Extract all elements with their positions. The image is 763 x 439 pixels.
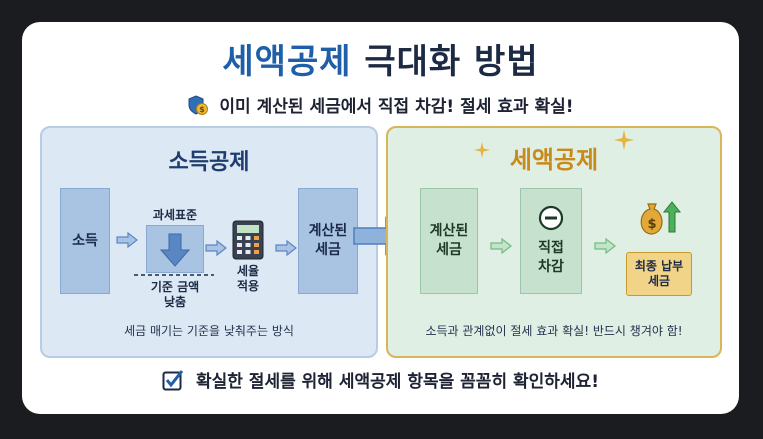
arrow-down-icon	[159, 233, 191, 267]
tax-base-box	[146, 225, 204, 273]
direct-deduct-line1: 직접	[538, 240, 564, 256]
arrow-right-icon	[490, 238, 512, 254]
background-blur-top	[0, 4, 763, 14]
tax-credit-title: 세액공제	[509, 146, 599, 174]
page-title: 세액공제 극대화 방법	[22, 34, 739, 83]
arrow-right-icon	[116, 232, 138, 248]
lower-base-line2: 낮춤	[163, 295, 187, 309]
income-deduction-panel: 소득공제 소득 과세표준 기준 금액 낮춤	[40, 126, 378, 358]
calculated-tax-line2-right: 세금	[436, 242, 462, 258]
income-deduction-title: 소득공제	[168, 150, 250, 175]
tax-rate-line2: 적용	[236, 279, 260, 293]
final-tax-line1: 최종 납부	[634, 259, 684, 273]
tax-rate-label: 세율 적용	[224, 264, 272, 294]
check-icon	[162, 369, 184, 391]
final-tax-line2: 세금	[647, 274, 671, 288]
arrow-right-icon	[275, 240, 297, 256]
income-deduction-footer: 세금 매기는 기준을 낮춰주는 방식	[124, 324, 294, 338]
tax-credit-footer: 소득과 관계없이 절세 효과 확실! 반드시 챙겨야 함!	[425, 324, 683, 338]
tax-base-label: 과세표준	[152, 208, 198, 222]
tax-rate-line1: 세율	[236, 264, 260, 278]
subtitle: $ 이미 계산된 세금에서 직접 차감! 절세 효과 확실!	[22, 92, 739, 117]
bottom-note-text: 확실한 절세를 위해 세액공제 항목을 꼼꼼히 확인하세요!	[195, 372, 599, 392]
calculated-tax-box-right: 계산된 세금	[420, 188, 478, 294]
infographic-card: 세액공제 극대화 방법 $ 이미 계산된 세금에서 직접 차감! 절세 효과 확…	[22, 22, 739, 414]
direct-deduct-box: 직접 차감	[520, 188, 582, 294]
direct-deduct-line2: 차감	[538, 259, 564, 275]
final-tax-box: 최종 납부 세금	[626, 252, 692, 296]
lower-base-line1: 기준 금액	[150, 280, 200, 294]
svg-text:$: $	[647, 217, 656, 232]
calculated-tax-line2: 세금	[315, 242, 341, 258]
arrow-right-icon	[205, 240, 227, 256]
calculated-tax-line1: 계산된	[308, 223, 348, 239]
subtitle-text: 이미 계산된 세금에서 직접 차감! 절세 효과 확실!	[219, 97, 574, 117]
minus-circle-icon	[538, 205, 564, 231]
svg-text:$: $	[200, 105, 206, 114]
calculated-tax-box: 계산된 세금	[298, 188, 358, 294]
sparkle-icon	[474, 142, 490, 158]
tax-credit-panel: 세액공제 계산된 세금 직접 차감 $	[386, 126, 722, 358]
shield-coin-icon: $	[187, 94, 209, 116]
calculator-icon	[232, 220, 264, 260]
title-highlight: 세액공제	[222, 42, 352, 82]
title-rest: 극대화 방법	[364, 42, 539, 82]
income-box: 소득	[60, 188, 110, 294]
income-label: 소득	[72, 232, 98, 249]
calculated-tax-line1-right: 계산된	[429, 223, 469, 239]
money-bag-icon: $	[640, 201, 682, 235]
arrow-right-icon	[594, 238, 616, 254]
lower-base-label: 기준 금액 낮춤	[138, 280, 212, 310]
sparkle-icon	[614, 130, 634, 150]
bottom-note: 확실한 절세를 위해 세액공제 항목을 꼼꼼히 확인하세요!	[22, 367, 739, 392]
dashed-line	[134, 274, 214, 276]
